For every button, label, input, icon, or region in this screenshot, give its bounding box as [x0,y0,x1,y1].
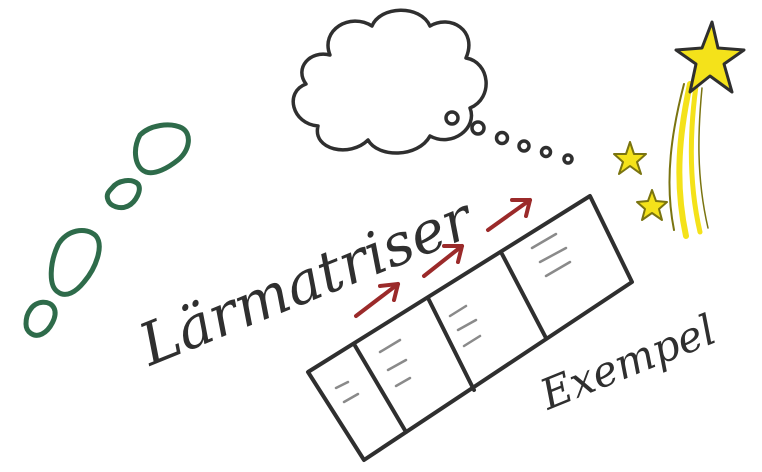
thought-cloud-icon [291,8,574,165]
arrow-icon [354,198,532,318]
example-label: Exempel [532,305,722,420]
footprints-icon [23,122,191,338]
title-text: Lärmatriser [129,183,485,379]
matrix-table-icon [306,194,634,462]
shooting-star-icon [613,20,746,239]
